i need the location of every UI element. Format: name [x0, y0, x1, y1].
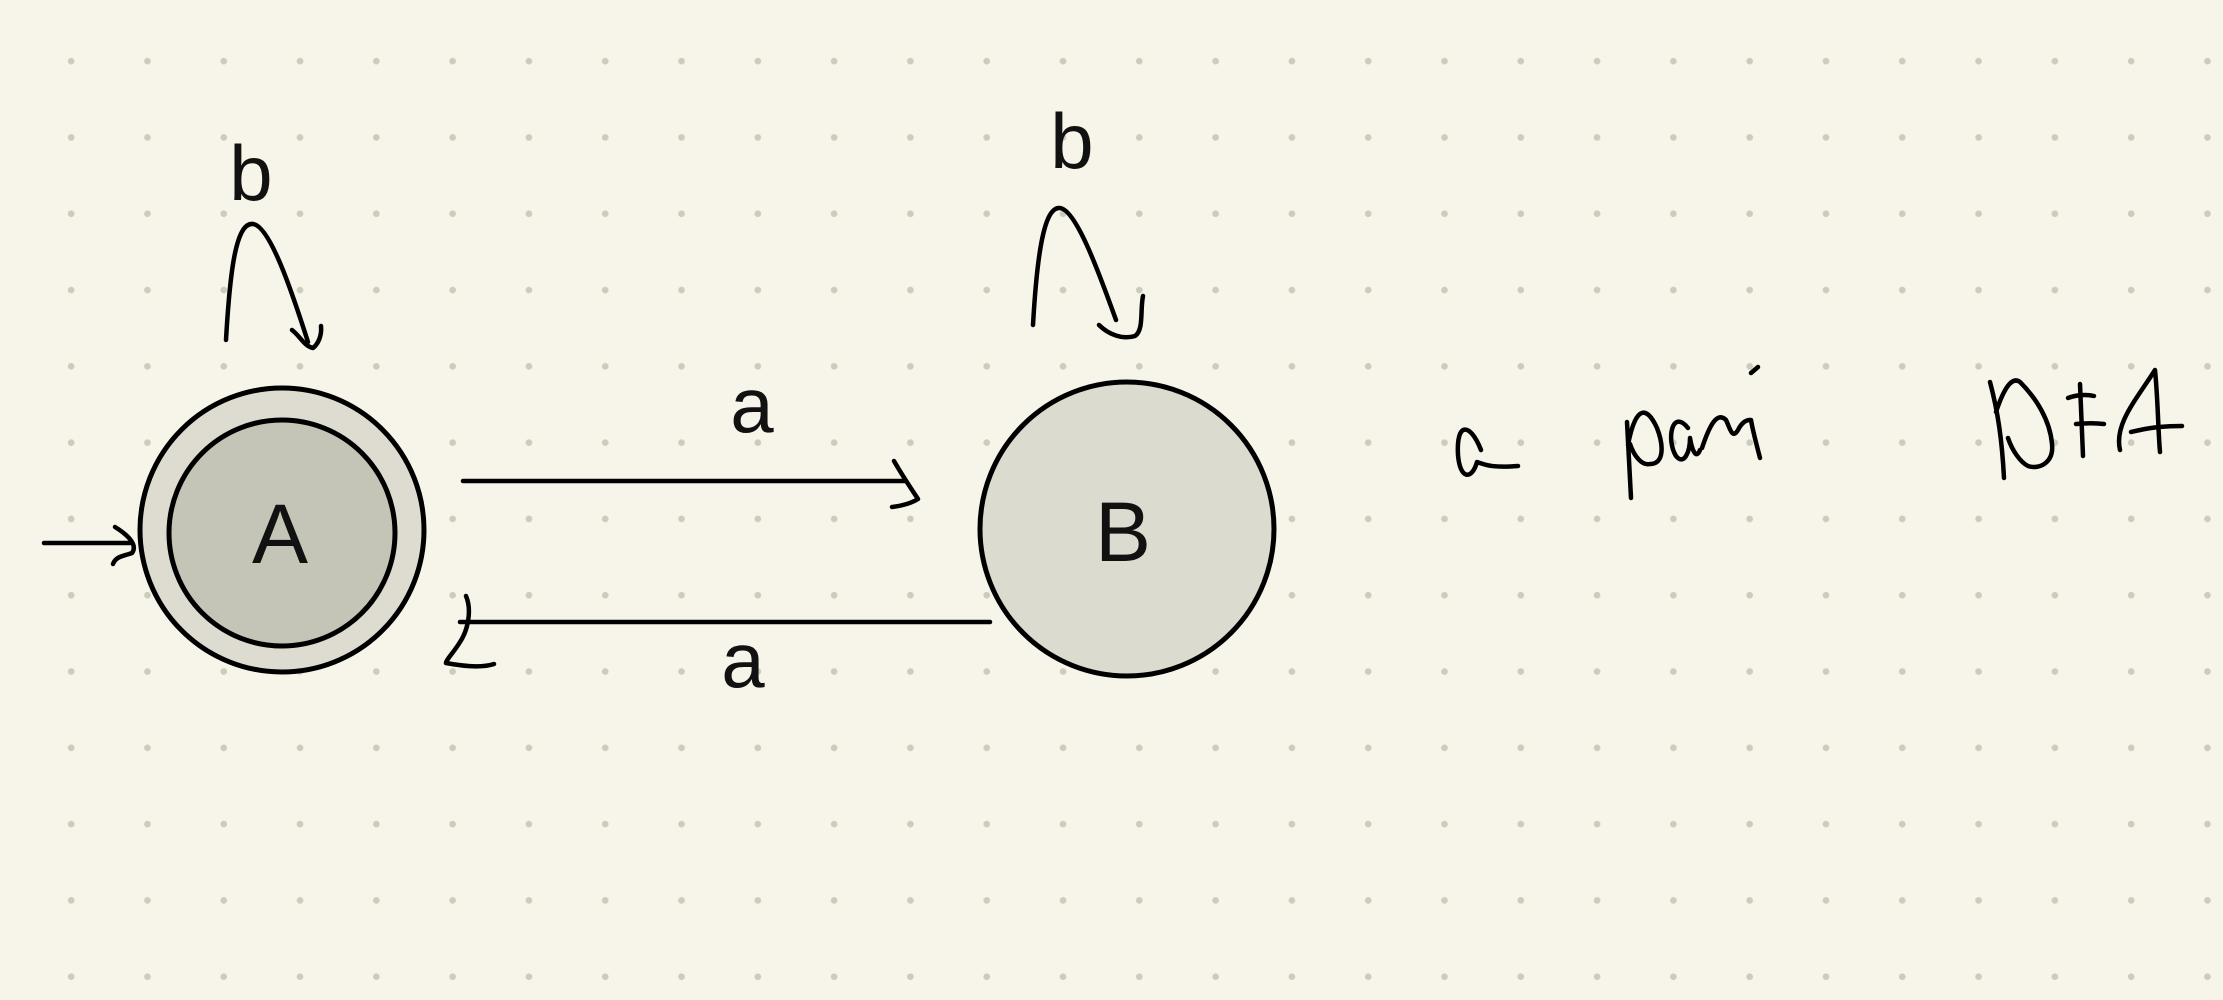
self-loop-b-label: b [1050, 97, 1093, 185]
state-a-label: A [252, 487, 308, 581]
transition-b-to-a-label: a [721, 616, 765, 704]
self-loop-b: b [1030, 97, 1146, 340]
self-loop-a-label: b [229, 129, 272, 217]
start-arrow [41, 524, 136, 567]
handwritten-note [1455, 364, 2185, 501]
state-a-inner-circle [166, 417, 398, 649]
transition-b-to-a: a [443, 593, 993, 704]
state-b-label: B [1095, 485, 1151, 579]
self-loop-a: b [223, 129, 324, 351]
state-b: B [977, 379, 1277, 679]
transition-a-to-b-label: a [730, 361, 774, 449]
state-b-circle [977, 379, 1277, 679]
transition-a-to-b: a [460, 361, 921, 510]
state-a: A [137, 385, 427, 675]
